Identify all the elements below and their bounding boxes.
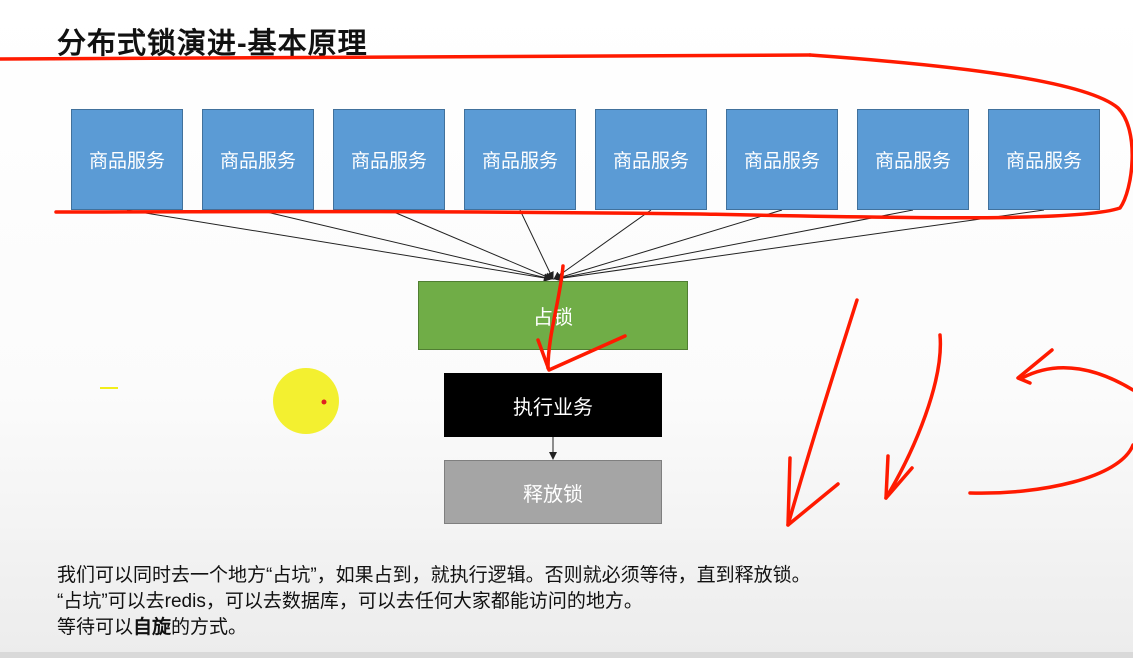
connector-arrow — [553, 209, 652, 280]
release-lock-box: 释放锁 — [444, 460, 662, 524]
bottom-bar — [0, 652, 1133, 658]
description-line-3: 等待可以自旋的方式。 — [57, 615, 811, 641]
service-box: 商品服务 — [857, 109, 969, 210]
description-text: 我们可以同时去一个地方“占坑”，如果占到，就执行逻辑。否则就必须等待，直到释放锁… — [57, 563, 811, 641]
service-box: 商品服务 — [333, 109, 445, 210]
connector-arrow — [554, 209, 783, 281]
connector-arrow — [126, 209, 552, 282]
annotation-curl — [968, 443, 1133, 495]
description-line-3-suffix: 的方式。 — [171, 617, 248, 638]
annotation-underline — [0, 53, 812, 61]
annotation-arrow-lock — [546, 264, 565, 370]
annotation-arrowhead — [1016, 348, 1054, 385]
description-line-2: “占坑”可以去redis，可以去数据库，可以去任何大家都能访问的地方。 — [57, 591, 643, 612]
annotation-enclosure-loop — [54, 53, 1133, 220]
annotation-arrow-down — [786, 298, 859, 527]
connector-arrow — [257, 209, 552, 282]
connector-arrow — [554, 209, 914, 282]
slide-title: 分布式锁演进-基本原理 — [57, 28, 368, 60]
annotation-arrow-down — [884, 333, 943, 500]
cursor-highlight — [273, 368, 339, 434]
service-box: 商品服务 — [988, 109, 1100, 210]
description-line-3-prefix: 等待可以 — [57, 617, 134, 638]
service-box: 商品服务 — [464, 109, 576, 210]
annotation-curl — [1020, 366, 1133, 392]
service-box: 商品服务 — [595, 109, 707, 210]
annotation-arrowhead — [786, 456, 840, 527]
service-box: 商品服务 — [726, 109, 838, 210]
connector-arrow — [555, 209, 1045, 282]
description-line-1: 我们可以同时去一个地方“占坑”，如果占到，就执行逻辑。否则就必须等待，直到释放锁… — [57, 565, 811, 586]
service-box: 商品服务 — [71, 109, 183, 210]
description-line-3-bold: 自旋 — [133, 617, 172, 638]
annotation-arrowhead — [536, 334, 627, 372]
connector-arrow — [388, 209, 553, 280]
cursor-dot — [321, 399, 327, 405]
annotation-arrowhead — [884, 454, 914, 500]
execute-business-box: 执行业务 — [444, 373, 662, 437]
connector-arrow — [519, 209, 554, 280]
service-box: 商品服务 — [202, 109, 314, 210]
